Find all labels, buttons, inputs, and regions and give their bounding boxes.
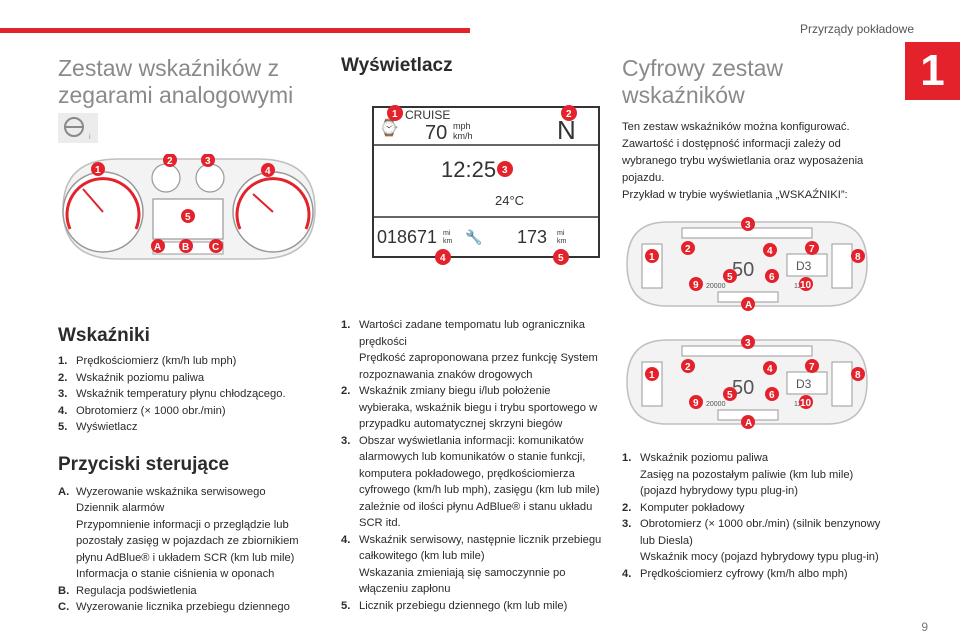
page-number: 9 xyxy=(921,620,928,634)
buttons-heading: Przyciski sterujące xyxy=(58,453,230,475)
svg-text:1: 1 xyxy=(392,109,398,120)
display-column: Wyświetlacz ⌚ CRUISE 70 mph km/h N 12:25… xyxy=(341,55,606,614)
analog-cluster-figure: i 2 3 4 5 A B C 1 xyxy=(58,109,320,260)
svg-text:3: 3 xyxy=(745,220,751,231)
display-gear: N xyxy=(557,115,576,145)
svg-text:D3: D3 xyxy=(796,377,812,391)
svg-text:A: A xyxy=(745,300,752,311)
digital-cluster-illustration-1: 50 D3 20000 123 3 1 2 4 5 6 7 8 9 10 A xyxy=(626,217,868,311)
svg-text:mi: mi xyxy=(557,230,565,237)
svg-text:2: 2 xyxy=(685,362,691,373)
svg-text:8: 8 xyxy=(855,252,861,263)
steering-wheel-icon: i xyxy=(58,113,98,143)
list-item: 2.Wskaźnik zmiany biegu i/lub położenie … xyxy=(341,385,598,430)
wrench-icon: 🔧 xyxy=(465,228,482,246)
list-item: A. Wyzerowanie wskaźnika serwisowego Dzi… xyxy=(58,485,299,581)
svg-text:4: 4 xyxy=(767,246,773,257)
svg-text:1: 1 xyxy=(95,165,101,176)
cluster-callouts: 2 3 4 5 A B C 1 xyxy=(91,154,275,253)
list-item: 4.Obrotomierz (× 1000 obr./min) xyxy=(58,404,226,417)
digital-cluster-title: Cyfrowy zestaw wskaźników xyxy=(622,55,784,108)
analog-cluster-title: Zestaw wskaźników z zegarami analogowymi xyxy=(58,55,294,108)
svg-text:mph: mph xyxy=(453,121,471,131)
analog-cluster-column: Zestaw wskaźników z zegarami analogowymi… xyxy=(58,55,320,616)
svg-text:7: 7 xyxy=(809,244,815,255)
svg-text:C: C xyxy=(212,242,219,253)
gauges-heading: Wskaźniki xyxy=(58,325,150,346)
svg-text:B: B xyxy=(182,242,189,253)
svg-text:20000: 20000 xyxy=(706,401,726,408)
svg-text:5: 5 xyxy=(185,212,191,223)
list-item: B.Regulacja podświetlenia xyxy=(58,584,197,597)
svg-text:A: A xyxy=(154,242,161,253)
svg-text:5: 5 xyxy=(727,390,733,401)
svg-text:50: 50 xyxy=(732,377,754,399)
list-item: 5.Wyświetlacz xyxy=(58,421,138,433)
digital-intro: Ten zestaw wskaźników można konfigurować… xyxy=(622,121,864,201)
svg-text:A: A xyxy=(745,418,752,429)
digital-cluster-column: Cyfrowy zestaw wskaźników Ten zestaw wsk… xyxy=(622,55,892,582)
gauges-list: 1.Prędkościomierz (km/h lub mph) 2.Wskaź… xyxy=(58,353,320,436)
svg-text:2: 2 xyxy=(685,244,691,255)
svg-text:3: 3 xyxy=(502,165,508,176)
chapter-title: Przyrządy pokładowe xyxy=(799,22,914,36)
display-odometer: 018671 xyxy=(377,227,437,247)
speedometer-icon: ⌚ xyxy=(379,118,399,137)
svg-text:3: 3 xyxy=(745,338,751,349)
svg-text:2: 2 xyxy=(566,109,572,120)
svg-text:D3: D3 xyxy=(796,259,812,273)
list-item: 1. Wartości zadane tempomatu lub ogranic… xyxy=(341,319,598,381)
svg-text:1: 1 xyxy=(649,370,655,381)
list-item: 1.Prędkościomierz (km/h lub mph) xyxy=(58,355,237,367)
svg-text:8: 8 xyxy=(855,370,861,381)
svg-text:3: 3 xyxy=(205,156,211,167)
list-item: C.Wyzerowanie licznika przebiegu dzienne… xyxy=(58,601,290,613)
svg-text:4: 4 xyxy=(265,166,271,177)
analog-cluster-illustration: 2 3 4 5 A B C 1 xyxy=(62,154,316,260)
list-item: 3.Wskaźnik temperatury płynu chłodzącego… xyxy=(58,388,286,400)
list-item: 3. Obrotomierz (× 1000 obr./min) (silnik… xyxy=(622,518,881,563)
svg-text:1: 1 xyxy=(649,252,655,263)
display-temp: 24°C xyxy=(495,193,524,208)
svg-text:2: 2 xyxy=(167,156,173,167)
svg-text:5: 5 xyxy=(727,272,733,283)
list-item: 2.Wskaźnik poziomu paliwa xyxy=(58,371,205,384)
top-accent-bar xyxy=(0,28,470,33)
svg-text:i: i xyxy=(89,134,91,141)
svg-text:6: 6 xyxy=(769,390,775,401)
svg-text:4: 4 xyxy=(767,364,773,375)
svg-text:50: 50 xyxy=(732,259,754,281)
svg-text:10: 10 xyxy=(800,398,812,409)
svg-text:5: 5 xyxy=(558,253,564,264)
svg-text:10: 10 xyxy=(800,280,812,291)
svg-text:20000: 20000 xyxy=(706,283,726,290)
display-clock: 12:25 xyxy=(441,157,496,182)
display-cruise: CRUISE xyxy=(405,108,450,122)
svg-text:km: km xyxy=(443,238,453,245)
list-item: 4.Prędkościomierz cyfrowy (km/h albo mph… xyxy=(622,567,848,580)
svg-text:4: 4 xyxy=(440,253,446,264)
display-items-list: 1. Wartości zadane tempomatu lub ogranic… xyxy=(341,317,606,614)
list-item: 4. Wskaźnik serwisowy, następnie licznik… xyxy=(341,533,602,596)
svg-text:7: 7 xyxy=(809,362,815,373)
digital-cluster-illustration-2: 50 D3 20000 123 3 1 2 4 5 6 7 8 9 10 A xyxy=(626,335,868,429)
svg-text:mi: mi xyxy=(443,230,451,237)
list-item: 2.Komputer pokładowy xyxy=(622,501,745,514)
buttons-list: A. Wyzerowanie wskaźnika serwisowego Dzi… xyxy=(58,484,320,616)
display-title: Wyświetlacz xyxy=(341,55,453,76)
list-item: 5.Licznik przebiegu dziennego (km lub mi… xyxy=(341,599,568,612)
display-speed: 70 xyxy=(425,122,447,144)
chapter-number-tab: 1 xyxy=(905,42,960,100)
display-illustration: ⌚ CRUISE 70 mph km/h N 12:25 24°C 018671… xyxy=(372,105,600,265)
svg-text:9: 9 xyxy=(693,398,699,409)
svg-text:km: km xyxy=(557,238,567,245)
list-item: 3.Obszar wyświetlania informacji: komuni… xyxy=(341,434,600,530)
svg-text:9: 9 xyxy=(693,280,699,291)
svg-text:6: 6 xyxy=(769,272,775,283)
display-trip: 173 xyxy=(517,227,547,247)
svg-text:km/h: km/h xyxy=(453,131,473,141)
